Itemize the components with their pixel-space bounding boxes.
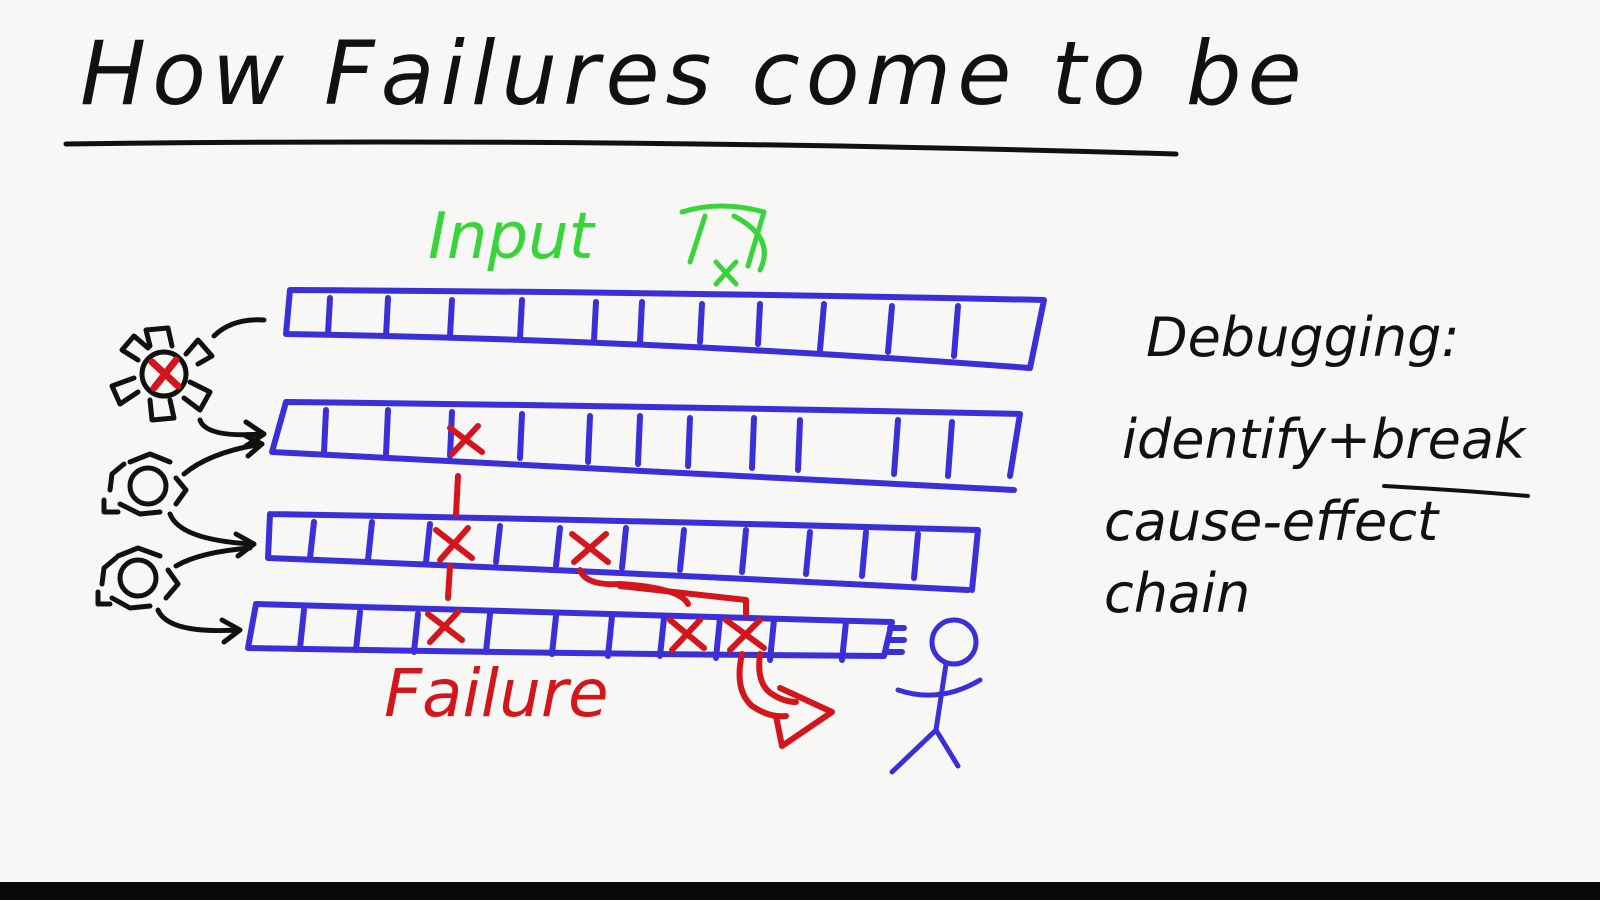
debugging-line-1: identify+break [1122,408,1528,471]
state-tape-3 [265,511,981,593]
debugging-heading: Debugging: [1146,306,1460,369]
state-tape-1 [283,287,1047,371]
infection-chain [425,423,835,749]
break-underline [1382,484,1530,498]
defective-gear-icon [109,317,267,449]
debugging-line-3: chain [1104,562,1250,625]
video-bottom-bar [0,882,1600,900]
stick-figure-icon [889,617,983,775]
page-title: How Failures come to be [80,22,1308,125]
state-tape-4 [245,601,907,663]
debugging-note: Debugging: identify+break cause-effect c… [1104,306,1530,625]
title-underline [63,139,1179,157]
input-label: Input [428,200,597,274]
input-glyph-icon [679,203,767,287]
failure-label: Failure [384,655,609,732]
state-tape-2 [269,399,1023,493]
debugging-line-2: cause-effect [1104,490,1440,553]
defect-mark [148,356,182,392]
gear-icon [101,433,265,559]
gear-icon [95,545,253,645]
